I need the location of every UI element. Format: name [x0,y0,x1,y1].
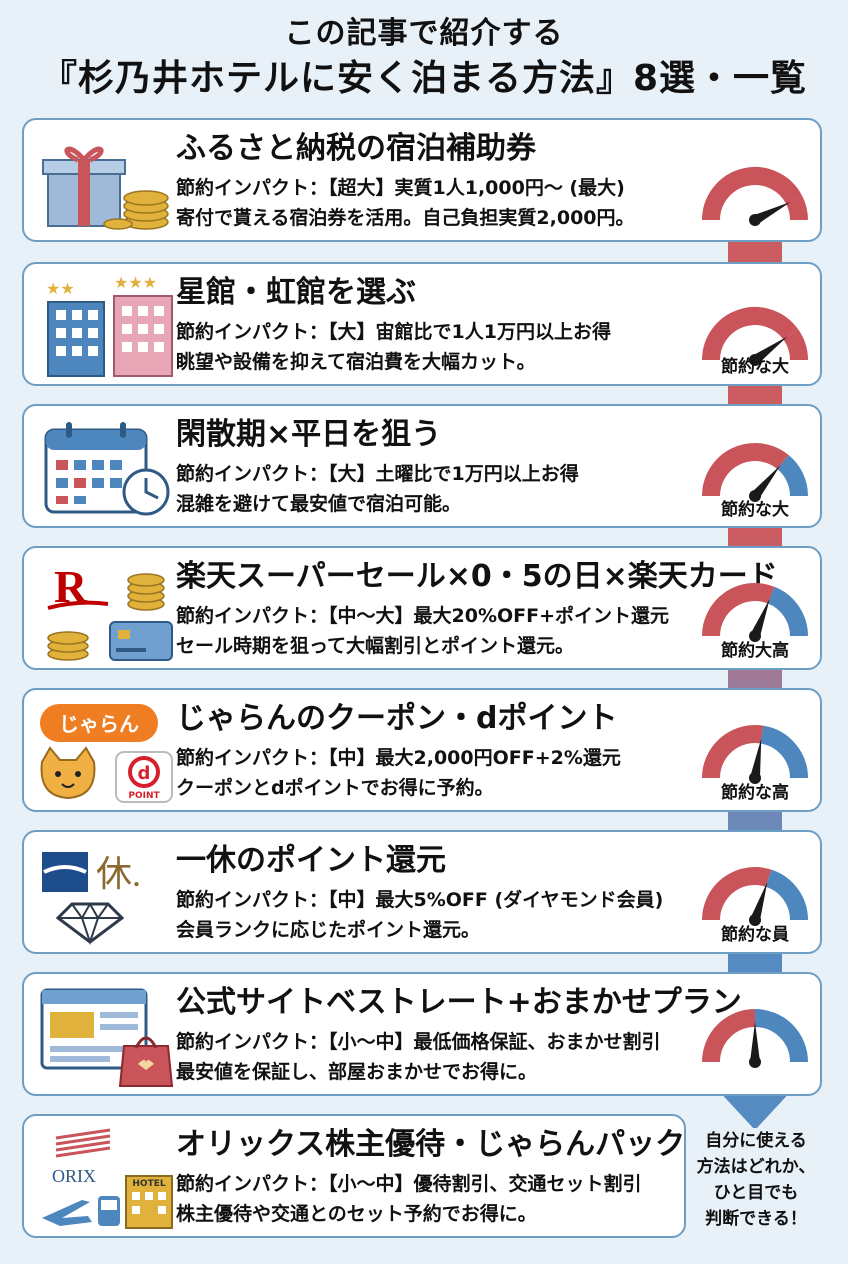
method-title: 星館・虹館を選ぶ [176,275,416,310]
method-title: 公式サイトベストレート+おまかせプラン [176,985,742,1020]
method-description: 混雑を避けて最安値で宿泊可能。 [176,493,462,515]
ikyu-logo: 休. [96,854,141,894]
method-card-ikyu[interactable]: 休. 一休のポイント還元 節約インパクト：【中】最大5%OFF (ダイヤモンド会… [22,830,822,954]
method-impact: 節約インパクト：【大】土曜比で1万円以上お得 [176,463,579,485]
diamond-icon [55,901,125,946]
method-title: オリックス株主優待・じゃらんパック [176,1127,686,1162]
impact-gauge [702,307,808,366]
method-description: 会員ランクに応じたポイント還元。 [176,919,481,941]
gauge-label: 節約な高 [721,783,789,803]
train-icon [98,1196,120,1226]
method-title: 閑散期×平日を狙う [176,417,442,452]
impact-gauge [702,583,808,642]
footnote: 自分に使える 方法はどれか、 ひと目でも 判断できる！ [686,1128,826,1232]
method-description: 株主優待や交通とのセット予約でお得に。 [176,1203,537,1225]
svg-text:HOTEL: HOTEL [132,1179,165,1189]
method-impact: 節約インパクト：【中】最大5%OFF (ダイヤモンド会員) [176,889,664,911]
method-card-furusato[interactable]: ふるさと納税の宿泊補助券 節約インパクト：【超大】実質1人1,000円〜 (最大… [22,118,822,242]
method-impact: 節約インパクト：【中】最大2,000円OFF+2%還元 [176,747,621,769]
gift-coins-icon [42,146,169,230]
method-card-official[interactable]: 公式サイトベストレート+おまかせプラン 節約インパクト：【小〜中】最低価格保証、… [22,972,822,1096]
svg-text:★★★: ★★★ [114,274,157,292]
gauge-label: 節約な員 [721,925,789,945]
method-card-orix[interactable]: ORIX HOTEL オリックス株主優待・じゃらんパック 節約インパクト：【小〜… [22,1114,686,1238]
svg-text:★★: ★★ [46,279,75,298]
jalan-dpoint-icon: じゃらん d POINT [40,704,173,803]
method-description: クーポンとdポイントでお得に予約。 [176,777,494,799]
title-line-2: 『杉乃井ホテルに安く泊まる方法』8選・一覧 [40,58,808,99]
impact-gauge [702,867,808,926]
method-impact: 節約インパクト：【大】宙館比で1人1万円以上お得 [176,321,611,343]
dpoint-logo: d [138,763,151,784]
method-title: 一休のポイント還元 [176,843,446,878]
method-impact: 節約インパクト：【中〜大】最大20%OFF+ポイント還元 [176,605,670,627]
method-description: セール時期を狙って大幅割引とポイント還元。 [176,635,575,657]
impact-gauge [702,1009,808,1068]
website-bag-icon [40,988,174,1087]
svg-text:POINT: POINT [128,791,160,801]
airplane-icon [42,1200,92,1226]
orix-travel-icon: ORIX HOTEL [42,1128,173,1229]
page-title: この記事で紹介する 『杉乃井ホテルに安く泊まる方法』8選・一覧 [0,14,848,104]
hotel-buildings-icon: ★★★★★ [46,274,173,377]
rakuten-card-icon: R [47,561,173,661]
method-impact: 節約インパクト：【小〜中】優待割引、交通セット割引 [176,1173,642,1195]
gauge-label: 節約な大 [721,500,789,520]
method-card-jalan[interactable]: じゃらん d POINT じゃらんのクーポン・dポイント 節約インパクト：【中】… [22,688,822,812]
method-impact: 節約インパクト：【超大】実質1人1,000円〜 (最大) [176,177,625,199]
gauge-label: 節約な大 [721,357,789,377]
title-line-1: この記事で紹介する [284,16,564,51]
orix-logo: ORIX [52,1166,96,1186]
method-title: 楽天スーパーセール×0・5の日×楽天カード [176,559,778,594]
impact-gauge [702,443,808,502]
method-description: 最安値を保証し、部屋おまかせでお得に。 [176,1061,538,1083]
method-impact: 節約インパクト：【小〜中】最低価格保証、おまかせ割引 [176,1031,661,1053]
method-description: 寄付で貰える宿泊券を活用。自己負担実質2,000円。 [176,207,635,229]
method-card-offpeak[interactable]: 閑散期×平日を狙う 節約インパクト：【大】土曜比で1万円以上お得 混雑を避けて最… [22,404,822,528]
method-title: じゃらんのクーポン・dポイント [176,701,618,736]
impact-gauge [702,167,808,226]
cat-face-icon [40,746,96,800]
method-title: ふるさと納税の宿泊補助券 [176,131,536,166]
gauge-label: 節約大高 [721,641,789,661]
ikyu-diamond-icon: 休. [42,852,141,946]
calendar-clock-icon [44,422,170,516]
method-description: 眺望や設備を抑えて宿泊費を大幅カット。 [176,351,536,373]
jalan-logo: じゃらん [59,712,139,736]
impact-gauge [702,725,808,784]
method-card-hoshikan[interactable]: ★★★★★ 星館・虹館を選ぶ 節約インパクト：【大】宙館比で1人1万円以上お得 … [22,262,822,386]
method-card-rakuten[interactable]: R 楽天スーパーセール×0・5の日×楽天カード 節約インパクト：【中〜大】最大2… [22,546,822,670]
